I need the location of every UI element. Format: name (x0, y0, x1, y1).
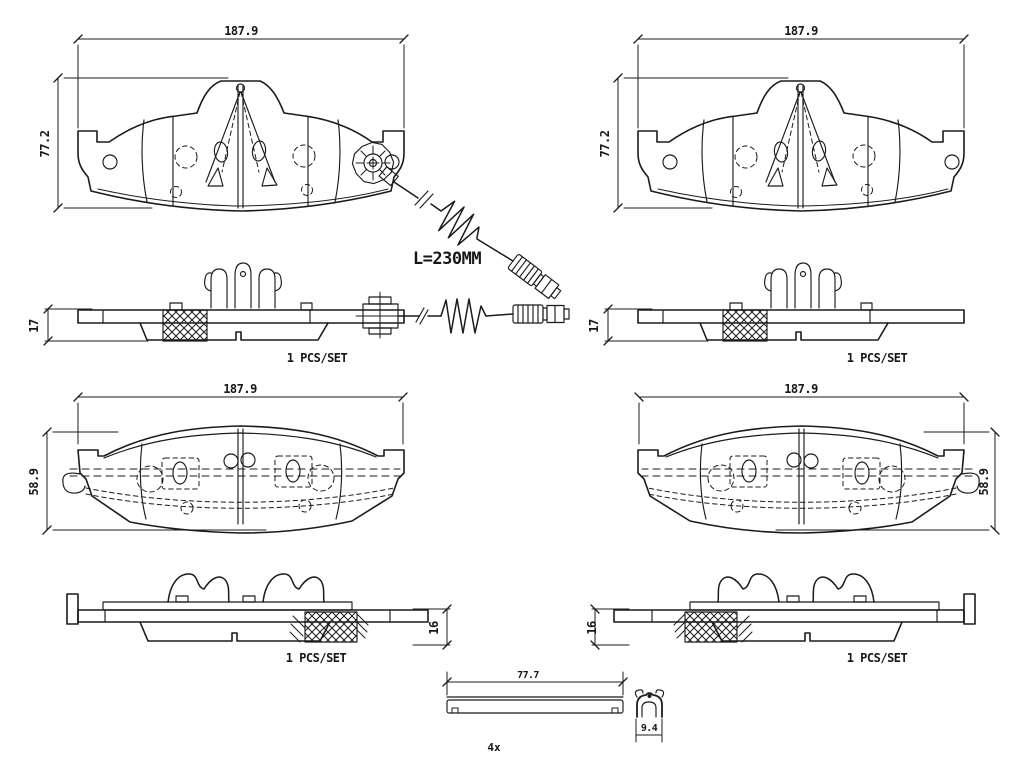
shim-detail: 77.7 9.4 4x (442, 670, 665, 754)
rear-pad-left (42, 392, 452, 650)
shim-quantity-label: 4x (487, 741, 501, 754)
rear-right-set-note: 1 PCS/SET (847, 651, 908, 665)
rear-left-set-note: 1 PCS/SET (286, 651, 347, 665)
front-pad-left (43, 34, 409, 346)
wear-sensor-assembly (351, 141, 570, 339)
rear-pad-right (590, 392, 1000, 650)
sensor-mount-rosette (351, 141, 399, 187)
front-left-height-label: 77.2 (38, 130, 52, 157)
front-right-thickness-label: 17 (587, 319, 601, 333)
shim-section-dimension (635, 718, 663, 743)
rear-right-thickness-label: 16 (585, 621, 599, 635)
rear-left-width-label: 187.9 (223, 382, 257, 396)
sensor-length-label: L=230MM (413, 249, 481, 269)
rear-left-height-label: 58.9 (27, 468, 41, 495)
front-pad-right (603, 34, 969, 346)
shim-strip-view (446, 696, 624, 714)
front-right-width-label: 187.9 (784, 24, 818, 38)
front-left-set-note: 1 PCS/SET (287, 351, 348, 365)
front-left-width-label: 187.9 (224, 24, 258, 38)
front-left-thickness-label: 17 (27, 319, 41, 333)
rear-left-thickness-label: 16 (427, 621, 441, 635)
sensor-mount-side (355, 291, 407, 339)
shim-section-height-label: 9.4 (641, 723, 658, 734)
front-right-set-note: 1 PCS/SET (847, 351, 908, 365)
shim-cross-section (634, 689, 665, 718)
rear-right-height-label: 58.9 (977, 468, 991, 495)
rear-right-width-label: 187.9 (784, 382, 818, 396)
front-right-height-label: 77.2 (598, 130, 612, 157)
shim-width-dimension (442, 671, 628, 696)
shim-width-label: 77.7 (517, 670, 539, 681)
